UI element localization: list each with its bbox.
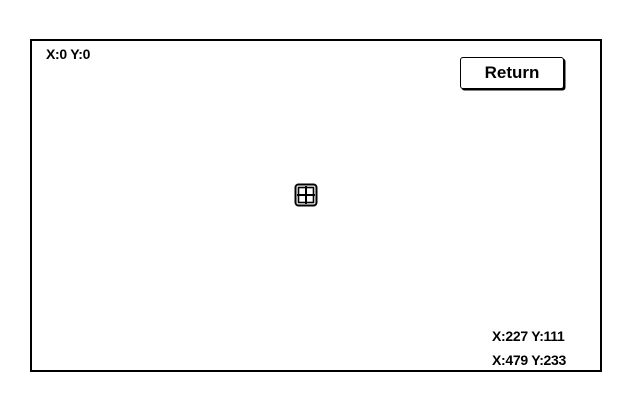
current-coordinate-readout: X:227 Y:111: [492, 328, 565, 344]
crosshair-target-icon[interactable]: [294, 183, 318, 207]
origin-coordinate-readout: X:0 Y:0: [46, 46, 91, 62]
crosshair-target-graphic: [294, 183, 318, 207]
touch-calibration-panel[interactable]: X:0 Y:0 Return X:227 Y:111 X:479 Y:233: [30, 39, 602, 372]
max-coordinate-readout: X:479 Y:233: [492, 352, 567, 368]
return-button[interactable]: Return: [460, 57, 564, 89]
